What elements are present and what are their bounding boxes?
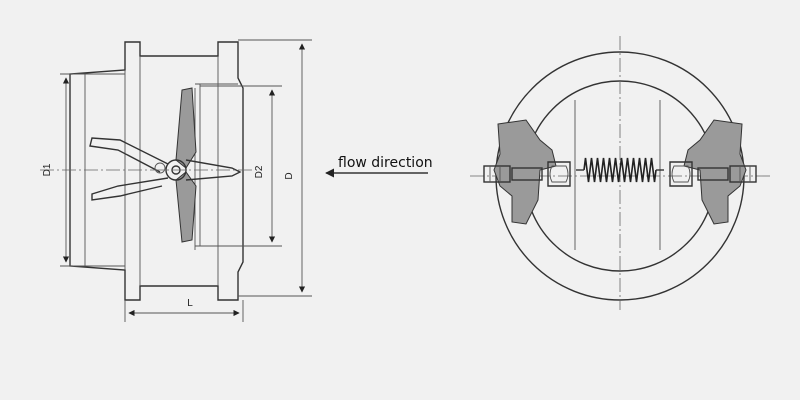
label-d1: D1 <box>42 163 53 176</box>
torsion-spring <box>583 157 657 183</box>
flow-indicator: flow direction <box>325 155 433 178</box>
label-d: D <box>284 172 295 179</box>
disc-wing-lower <box>91 177 169 201</box>
disc-plate-lower <box>175 171 197 243</box>
valve-body-outline <box>69 41 244 301</box>
label-l: L <box>187 298 193 309</box>
flow-label: flow direction <box>338 155 433 171</box>
side-view: D1 D2 D L <box>40 39 312 322</box>
front-view <box>470 36 770 310</box>
left-lug <box>493 119 557 225</box>
label-d2: D2 <box>254 165 265 178</box>
disc-plate-upper <box>175 87 197 169</box>
right-lug <box>683 119 747 225</box>
disc-wing-upper <box>89 137 169 173</box>
